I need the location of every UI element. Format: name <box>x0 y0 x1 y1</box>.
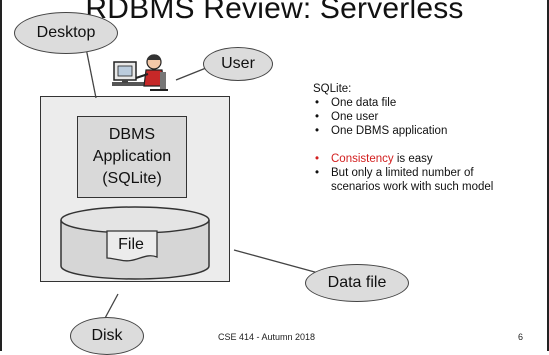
notes-bullet: One DBMS application <box>313 124 493 138</box>
notes-bullet-limited: But only a limited number of scenarios wo… <box>313 166 493 194</box>
callout-disk: Disk <box>70 317 144 355</box>
notes-bullet: One data file <box>313 96 493 110</box>
slide-right-border <box>547 0 549 351</box>
slide-title: RDBMS Review: Serverless <box>85 0 464 25</box>
callout-user: User <box>203 47 273 81</box>
sqlite-notes: SQLite: One data file One user One DBMS … <box>313 82 493 194</box>
consistency-rest: is easy <box>393 153 433 165</box>
notes-heading: SQLite: <box>313 83 352 95</box>
app-line-2: Application <box>92 148 172 165</box>
notes-list-1: One data file One user One DBMS applicat… <box>313 96 493 138</box>
callout-data-file: Data file <box>305 264 409 302</box>
file-document-icon <box>106 230 158 262</box>
slide-left-border <box>0 0 2 351</box>
limited-line-2: scenarios work with such model <box>331 181 494 193</box>
consistency-word: Consistency <box>331 153 394 165</box>
user-at-computer-icon <box>112 54 168 91</box>
notes-bullet-consistency: Consistency is easy <box>313 152 493 166</box>
callout-desktop: Desktop <box>14 12 118 54</box>
page-number: 6 <box>518 332 524 342</box>
slide-footer: CSE 414 - Autumn 2018 <box>218 332 316 342</box>
file-label: File <box>118 236 144 253</box>
notes-bullet: One user <box>313 110 493 124</box>
limited-line-1: But only a limited number of <box>331 167 474 179</box>
app-line-1: DBMS <box>108 126 156 143</box>
dbms-application-box: DBMS Application (SQLite) <box>77 116 187 198</box>
app-line-3: (SQLite) <box>102 170 162 187</box>
notes-list-2: Consistency is easy But only a limited n… <box>313 152 493 194</box>
